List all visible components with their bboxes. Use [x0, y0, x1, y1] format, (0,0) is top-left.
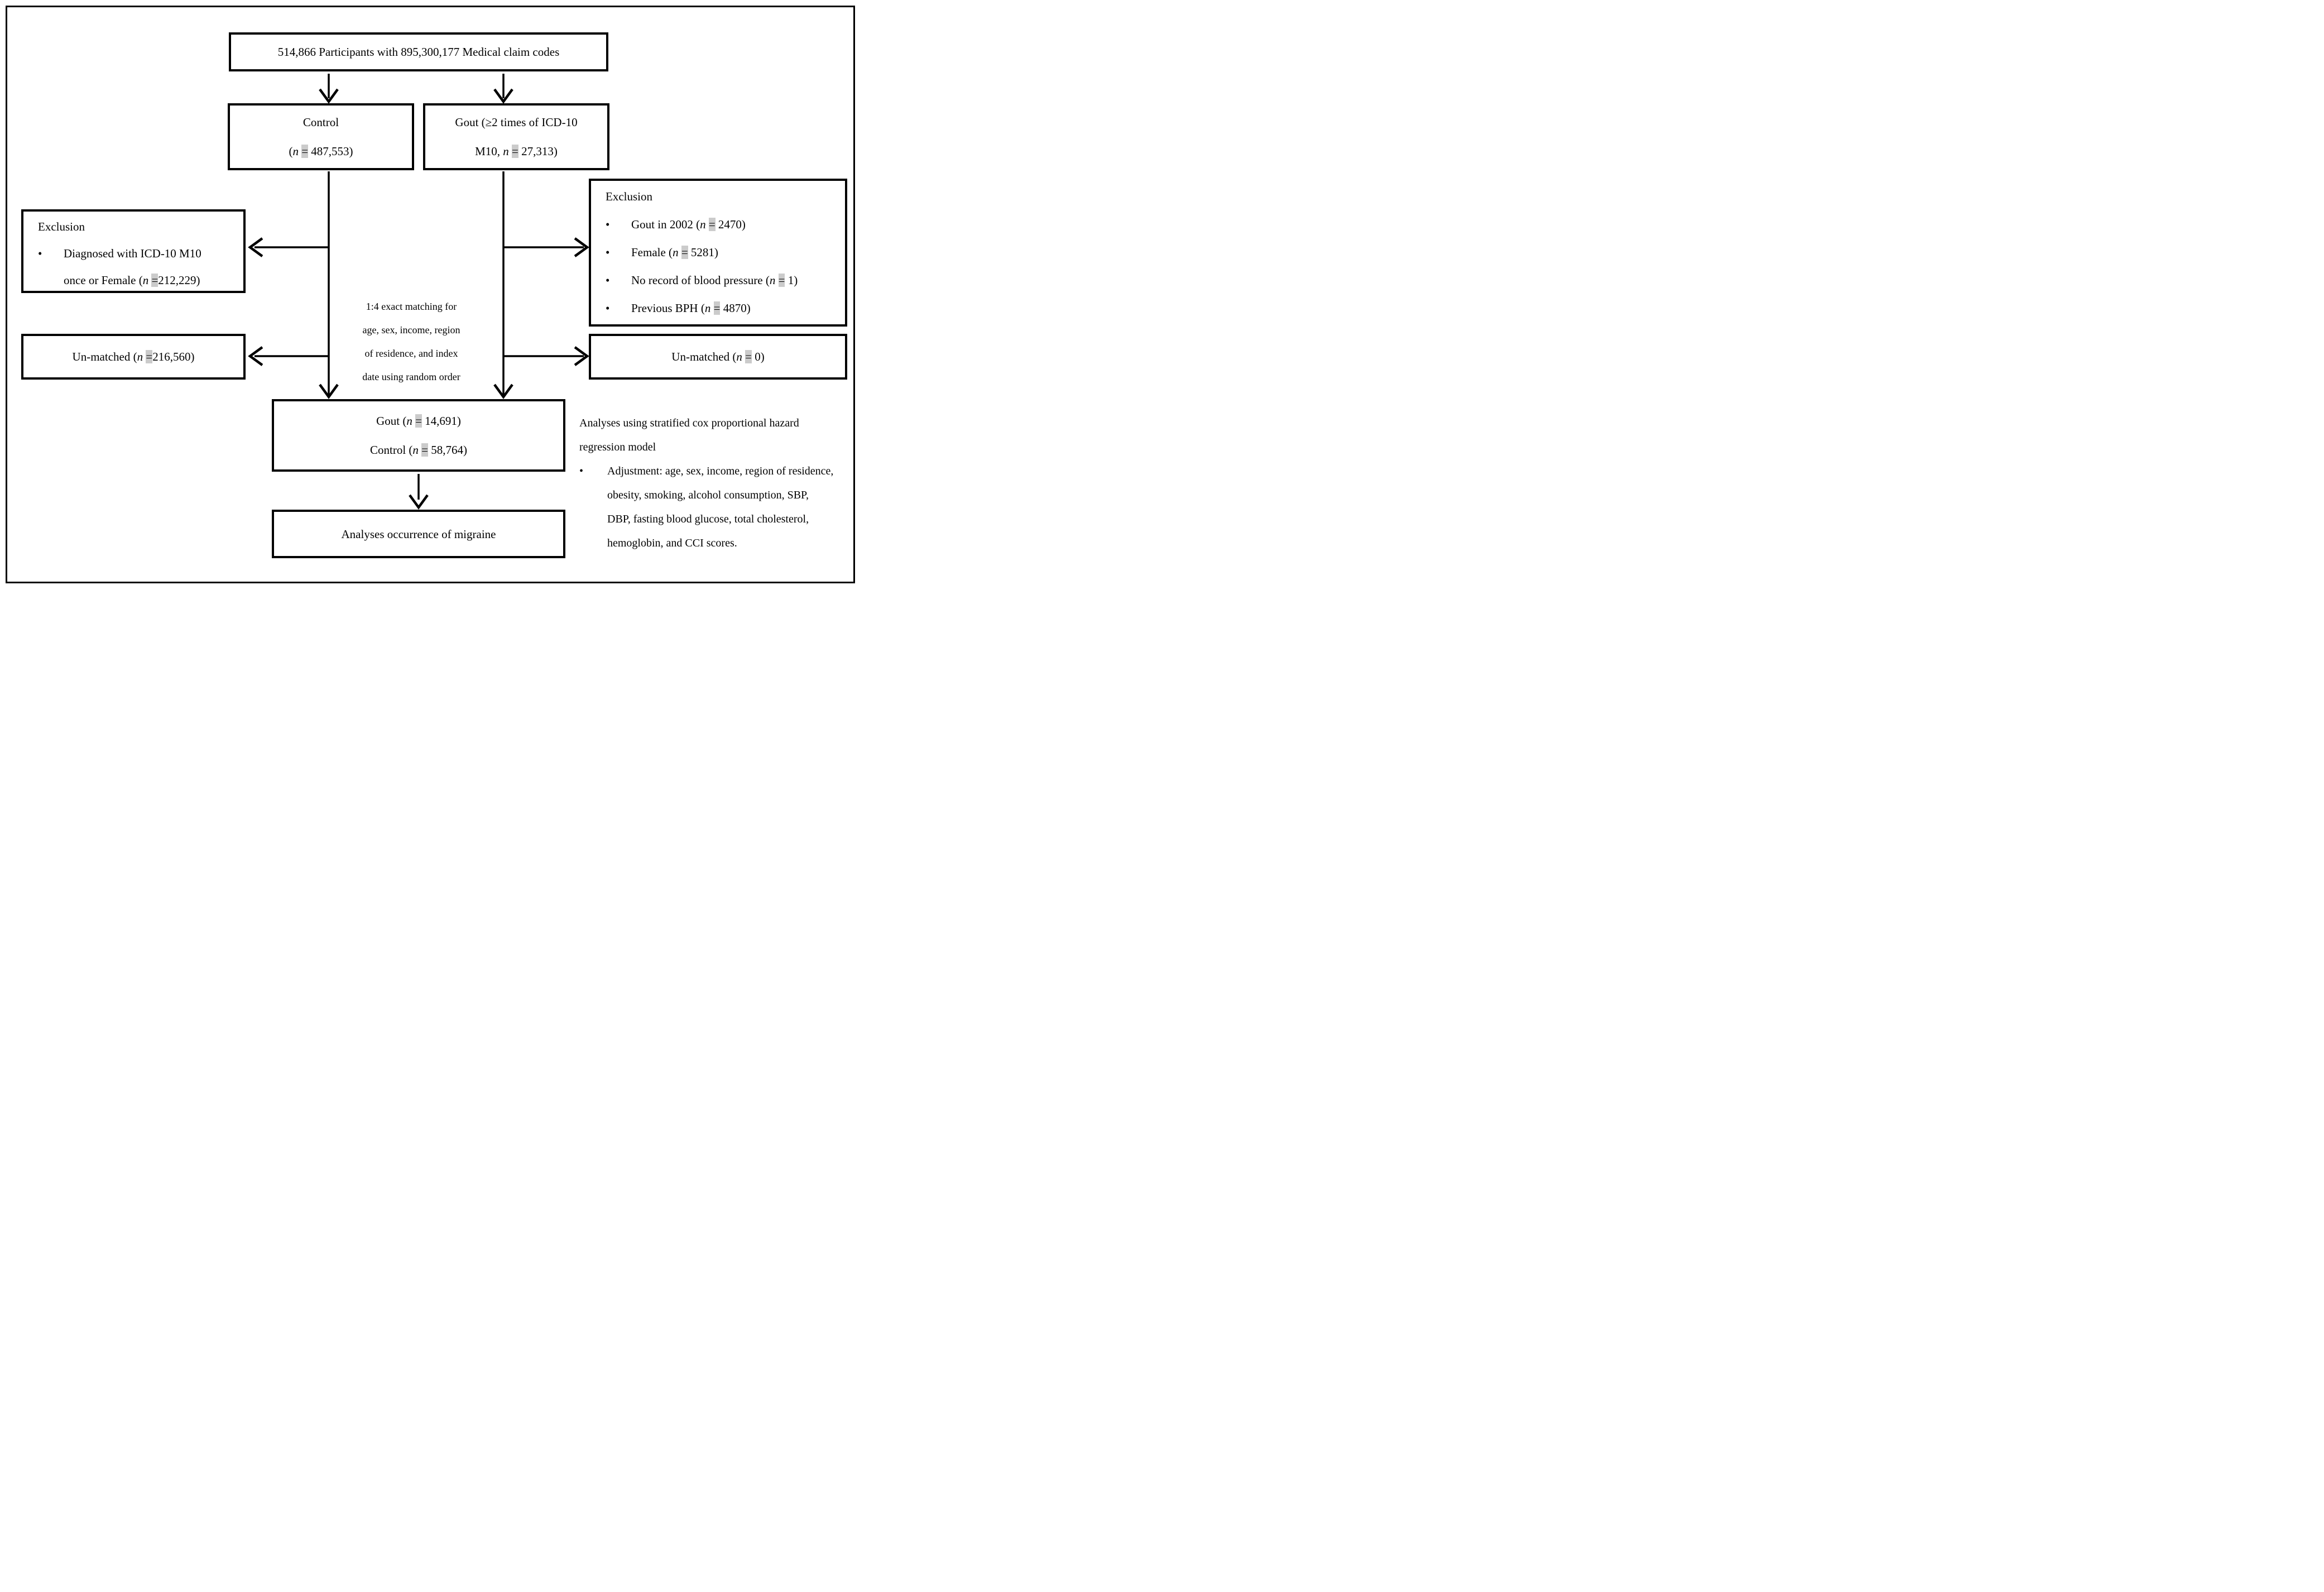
unmatched-control-box: Un-matched (n =216,560)	[21, 334, 246, 380]
control-box: Control (n = 487,553)	[228, 103, 414, 170]
participants-box: 514,866 Participants with 895,300,177 Me…	[229, 32, 608, 71]
bullet-marker: •	[606, 246, 610, 259]
note-line: 1:4 exact matching for	[366, 301, 457, 312]
gout-box: Gout (≥2 times of ICD-10 M10, n = 27,313…	[423, 103, 609, 170]
matched-cohort-box: Gout (n = 14,691) Control (n = 58,764)	[272, 399, 565, 472]
flow-diagram-canvas: 514,866 Participants with 895,300,177 Me…	[0, 0, 862, 591]
box-text-line: Analyses occurrence of migraine	[341, 527, 496, 541]
arrowhead-down-icon	[319, 383, 339, 399]
exclusion-title: Exclusion	[606, 190, 652, 203]
bullet-text: Adjustment: age, sex, income, region of …	[607, 459, 862, 555]
box-text-line: 514,866 Participants with 895,300,177 Me…	[277, 45, 560, 59]
box-text-line: Un-matched (n = 0)	[671, 350, 765, 363]
box-text-line: Control (n = 58,764)	[369, 443, 467, 457]
arrowhead-left-icon	[248, 346, 263, 366]
note-line: date using random order	[362, 371, 460, 382]
box-text-line: Control	[302, 116, 339, 129]
bullet-text-line: once or Female (n =212,229)	[64, 274, 200, 287]
bullet-marker: •	[606, 274, 610, 287]
note-line: regression model	[579, 441, 656, 453]
arrowhead-down-icon	[319, 88, 339, 104]
exclusion-title: Exclusion	[38, 220, 85, 233]
bullet-text-line: DBP, fasting blood glucose, total choles…	[607, 513, 809, 525]
bullet-text-line: Female (n = 5281)	[631, 246, 718, 259]
bullet-item: • Female (n = 5281)	[606, 238, 842, 266]
bullet-item: • No record of blood pressure (n = 1)	[606, 266, 842, 294]
arrowhead-right-icon	[574, 237, 589, 257]
bullet-item: • Adjustment: age, sex, income, region o…	[579, 459, 862, 555]
bullet-text-line: hemoglobin, and CCI scores.	[607, 537, 737, 549]
arrowhead-right-icon	[574, 346, 589, 366]
exclusion-gout-box: Exclusion • Gout in 2002 (n = 2470) • Fe…	[589, 179, 847, 327]
bullet-item: • Gout in 2002 (n = 2470)	[606, 210, 842, 238]
figure-border	[6, 6, 855, 583]
bullet-text-line: Gout in 2002 (n = 2470)	[631, 218, 746, 231]
bullet-text-line: obesity, smoking, alcohol consumption, S…	[607, 489, 809, 501]
box-text-line: Gout (≥2 times of ICD-10	[455, 116, 578, 129]
note-line: age, sex, income, region	[362, 324, 460, 335]
bullet-marker: •	[38, 247, 42, 260]
bullet-text-line: No record of blood pressure (n = 1)	[631, 274, 798, 287]
unmatched-gout-box: Un-matched (n = 0)	[589, 334, 847, 380]
analysis-note: Analyses using stratified cox proportion…	[579, 411, 862, 555]
bullet-text: Diagnosed with ICD-10 M10 once or Female…	[64, 240, 240, 294]
arrowhead-down-icon	[493, 88, 513, 104]
bullet-marker: •	[579, 465, 584, 477]
arrowhead-down-icon	[493, 383, 513, 399]
note-line: of residence, and index	[364, 348, 458, 359]
bullet-marker: •	[606, 301, 610, 315]
bullet-text-line: Adjustment: age, sex, income, region of …	[607, 465, 834, 477]
bullet-text-line: Diagnosed with ICD-10 M10	[64, 247, 201, 260]
bullet-text-line: Previous BPH (n = 4870)	[631, 301, 751, 315]
box-text-line: (n = 487,553)	[289, 145, 353, 158]
note-line: Analyses using stratified cox proportion…	[579, 417, 799, 429]
arrowhead-left-icon	[248, 237, 263, 257]
box-text-line: Gout (n = 14,691)	[376, 414, 461, 428]
bullet-item: • Previous BPH (n = 4870)	[606, 294, 842, 322]
exclusion-control-box: Exclusion • Diagnosed with ICD-10 M10 on…	[21, 209, 246, 293]
outcome-box: Analyses occurrence of migraine	[272, 510, 565, 558]
bullet-marker: •	[606, 218, 610, 231]
box-text-line: M10, n = 27,313)	[475, 145, 558, 158]
arrowhead-down-icon	[409, 494, 429, 510]
flow-arrows	[248, 74, 589, 510]
box-text-line: Un-matched (n =216,560)	[72, 350, 195, 363]
bullet-item: • Diagnosed with ICD-10 M10 once or Fema…	[38, 240, 240, 294]
matching-note: 1:4 exact matching for age, sex, income,…	[319, 295, 503, 389]
